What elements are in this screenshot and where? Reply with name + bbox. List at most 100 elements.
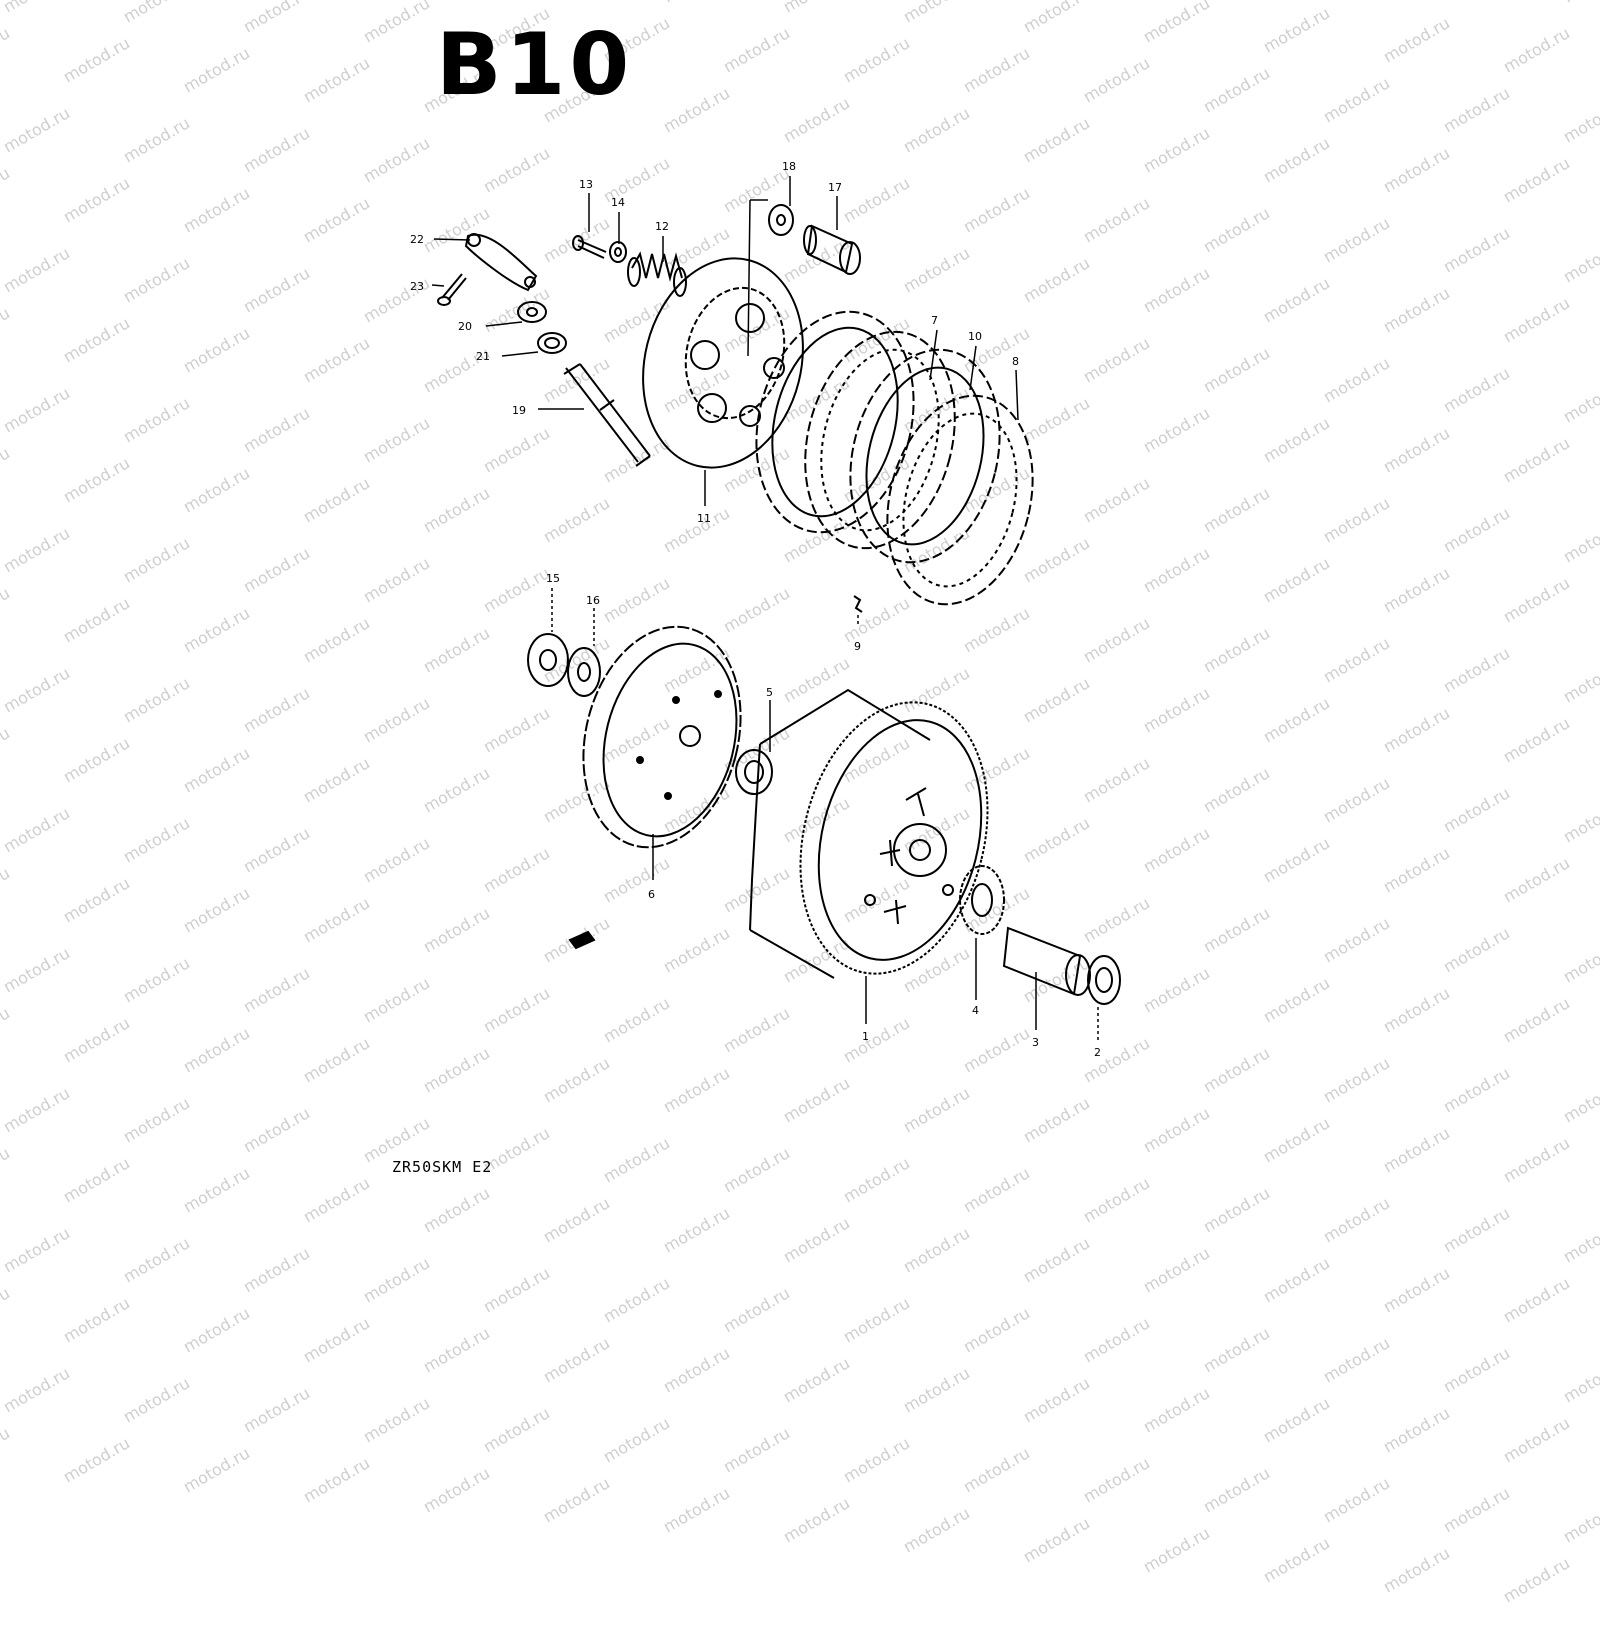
watermark-text: motod.ru (180, 1303, 254, 1357)
thrust-washer-18 (769, 205, 793, 235)
callout-21: 21 (476, 350, 490, 363)
lever-bolt (438, 274, 466, 305)
watermark-text: motod.ru (240, 1243, 314, 1297)
watermark-text: motod.ru (1260, 1253, 1334, 1307)
watermark-text: motod.ru (780, 1213, 854, 1267)
watermark-text: motod.ru (1200, 1323, 1274, 1377)
watermark-text: motod.ru (1440, 1483, 1514, 1537)
watermark-text: motod.ru (120, 1233, 194, 1287)
watermark-text: motod.ru (540, 1333, 614, 1387)
watermark-text: motod.ru (1440, 1343, 1514, 1397)
callout-14: 14 (611, 196, 625, 209)
watermark-text: motod.ru (1380, 1263, 1454, 1317)
watermark-text: motod.ru (1380, 1403, 1454, 1457)
watermark-text: motod.ru (1380, 1543, 1454, 1597)
pressure-plate (622, 241, 825, 484)
primary-driven-gear-housing (750, 682, 1015, 993)
watermark-text: motod.ru (960, 1443, 1034, 1497)
watermark-text: motod.ru (60, 1293, 134, 1347)
callout-5: 5 (766, 686, 773, 699)
callout-19: 19 (512, 404, 526, 417)
leader-lines (432, 176, 1098, 1040)
watermark-text: motod.ru (540, 1473, 614, 1527)
watermark-text: motod.ru (360, 1253, 434, 1307)
callout-8: 8 (1012, 355, 1019, 368)
callout-23: 23 (410, 280, 424, 293)
watermark-text: motod.ru (1560, 1493, 1600, 1547)
exploded-clutch-diagram: 22 23 20 21 19 13 14 12 18 17 11 7 10 8 … (410, 160, 1600, 1059)
watermark-text: motod.ru (900, 1363, 974, 1417)
callout-12: 12 (655, 220, 669, 233)
watermark-text: motod.ru (420, 1323, 494, 1377)
watermark-text: motod.ru (780, 1493, 854, 1547)
watermark-text: motod.ru (1080, 1453, 1154, 1507)
watermark-text: motod.ru (1320, 1193, 1394, 1247)
watermark-text: motod.ru (900, 1503, 974, 1557)
callout-17: 17 (828, 181, 842, 194)
clutch-spring (628, 254, 686, 296)
washer-2 (1088, 956, 1120, 1004)
kick-gear-4 (960, 866, 1004, 934)
model-code: ZR50SKM E2 (392, 1158, 493, 1176)
callout-15: 15 (546, 572, 560, 585)
watermark-text: motod.ru (300, 1313, 374, 1367)
watermark-text: motod.ru (600, 1413, 674, 1467)
watermark-text: motod.ru (1560, 1353, 1600, 1407)
callout-numbers: 22 23 20 21 19 13 14 12 18 17 11 7 10 8 … (410, 160, 1101, 1059)
small-clip-9 (854, 596, 862, 612)
watermark-text: motod.ru (660, 1343, 734, 1397)
callout-3: 3 (1032, 1036, 1039, 1049)
callout-16: 16 (586, 594, 600, 607)
watermark-text: motod.ru (300, 1453, 374, 1507)
watermark-text: motod.ru (720, 1423, 794, 1477)
washer-20 (518, 302, 546, 322)
watermark-text: motod.ru (660, 1483, 734, 1537)
watermark-text: motod.ru (1320, 1333, 1394, 1387)
watermark-text: motod.ru (0, 1223, 74, 1277)
callout-2: 2 (1094, 1046, 1101, 1059)
washer-14 (610, 242, 626, 262)
watermark-text: motod.ru (1500, 1273, 1574, 1327)
thrust-washer-5 (736, 750, 772, 794)
callout-1: 1 (862, 1030, 869, 1043)
callout-9: 9 (854, 640, 861, 653)
watermark-text: motod.ru (1020, 1373, 1094, 1427)
callout-20: 20 (458, 320, 472, 333)
watermark-text: motod.ru (540, 1193, 614, 1247)
watermark-text: motod.ru (180, 1443, 254, 1497)
callout-7: 7 (931, 314, 938, 327)
watermark-text: motod.ru (120, 1373, 194, 1427)
watermark-text: motod.ru (1500, 1413, 1574, 1467)
watermark-text: motod.ru (1260, 1533, 1334, 1587)
watermark-text: motod.ru (840, 1293, 914, 1347)
watermark-text: motod.ru (360, 1393, 434, 1447)
watermark-text: motod.ru (1200, 1463, 1274, 1517)
watermark-text: motod.ru (480, 1263, 554, 1317)
watermark-text: motod.ru (1020, 1233, 1094, 1287)
watermark-text: motod.ru (600, 1273, 674, 1327)
callout-11: 11 (697, 512, 711, 525)
clutch-nut-15 (528, 634, 568, 686)
arrow-mark-icon (570, 932, 594, 948)
watermark-text: motod.ru (1440, 1203, 1514, 1257)
watermark-text: motod.ru (720, 1283, 794, 1337)
watermark-text: motod.ru (1080, 1313, 1154, 1367)
watermark-text: motod.ru (1320, 1473, 1394, 1527)
clutch-plate-stack (734, 295, 1053, 620)
watermark-text: motod.ru (1140, 1523, 1214, 1577)
lock-washer-16 (568, 648, 600, 696)
diagram-title: B10 (436, 15, 634, 115)
clutch-sleeve-hub (561, 610, 763, 864)
callout-13: 13 (579, 178, 593, 191)
watermark-text: motod.ru (1560, 1213, 1600, 1267)
watermark-text: motod.ru (1140, 1383, 1214, 1437)
watermark-text: motod.ru (0, 1283, 14, 1337)
push-rod (564, 364, 650, 466)
callout-22: 22 (410, 233, 424, 246)
watermark-text: motod.ru (420, 1463, 494, 1517)
watermark-text: motod.ru (780, 1353, 854, 1407)
spring-screw (573, 236, 606, 258)
watermark-text: motod.ru (660, 1203, 734, 1257)
oil-seal-21 (538, 333, 566, 353)
watermark-text: motod.ru (1500, 1553, 1574, 1607)
